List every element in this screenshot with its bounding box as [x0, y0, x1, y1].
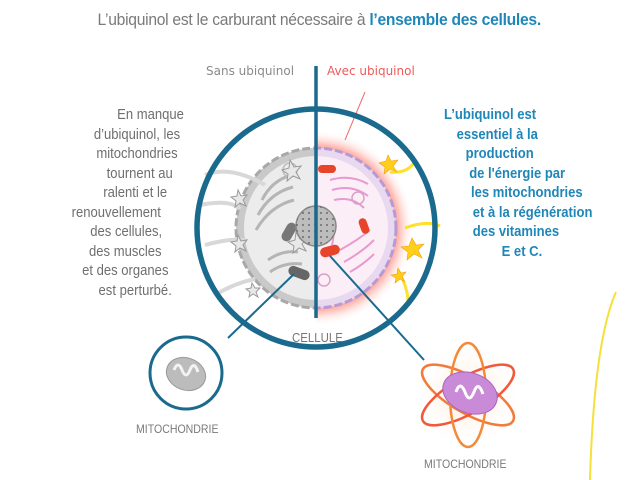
cell-with-ubiquinol	[316, 146, 398, 310]
right-line: et à la régénération	[472, 204, 593, 221]
right-description: L’ubiquinol est essentiel à la productio…	[444, 106, 606, 262]
left-line: ralenti et le	[103, 185, 168, 201]
mitochondria-label-right: MITOCHONDRIE	[424, 457, 507, 471]
left-line: mitochondries	[96, 146, 178, 162]
mitochondria-gray	[148, 335, 224, 411]
mitochondria-label-left: MITOCHONDRIE	[136, 422, 219, 436]
label-without-ubiquinol: Sans ubiquinol	[206, 64, 295, 78]
left-line: En manque	[117, 107, 184, 123]
right-line: de l'énergie par	[469, 165, 566, 182]
left-line: d’ubiquinol, les	[93, 126, 181, 143]
right-line: des vitamines	[472, 224, 560, 240]
title-highlight: l’ensemble des cellules.	[369, 10, 541, 29]
right-line: L’ubiquinol est	[444, 107, 537, 123]
left-line: des cellules,	[90, 224, 163, 240]
right-line: essentiel à la	[456, 126, 538, 143]
left-description: En manque d’ubiquinol, les mitochondries…	[56, 106, 191, 301]
right-line: E et C.	[501, 243, 543, 260]
left-line: et des organes	[82, 263, 169, 279]
right-line: les mitochondries	[471, 185, 583, 201]
connector-left	[227, 273, 295, 339]
left-line: est perturbé.	[98, 282, 172, 299]
right-line: production	[465, 146, 534, 162]
page-title: L’ubiquinol est le carburant nécessaire …	[25, 10, 614, 30]
left-line: des muscles	[89, 243, 162, 260]
label-with-ubiquinol: Avec ubiquinol	[327, 64, 415, 78]
connector-right	[329, 255, 425, 361]
yellow-arc	[589, 291, 617, 480]
cell-without-ubiquinol	[199, 146, 316, 310]
mitochondria-energized	[412, 339, 524, 451]
cell-label: CELLULE	[292, 330, 343, 345]
left-line: renouvellement	[71, 204, 161, 221]
title-prefix: L’ubiquinol est le carburant nécessaire …	[97, 10, 370, 29]
left-line: tournent au	[106, 165, 173, 182]
